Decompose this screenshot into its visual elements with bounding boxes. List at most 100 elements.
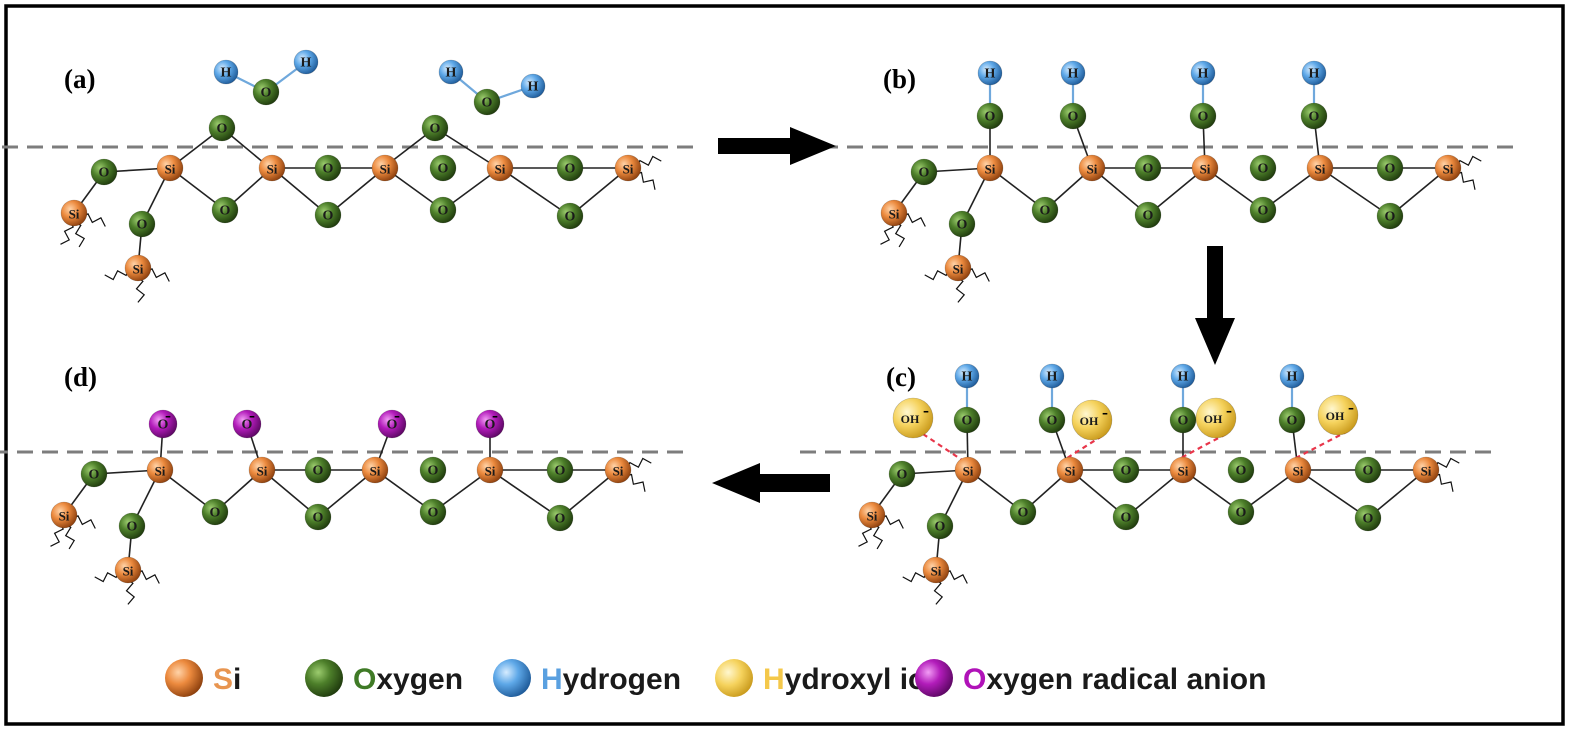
a-si-left-sphere — [60, 199, 88, 227]
b-si-left: Si — [880, 199, 908, 227]
c-o-bot-2-label: O — [1121, 511, 1132, 526]
a-o-bot-4-label: O — [565, 210, 576, 225]
d-oxygen-radical-anion-4-label: O — [485, 418, 496, 433]
d-o-bot-3: O — [419, 498, 447, 526]
c-silanol-2-h: H — [1039, 363, 1065, 389]
d-oxygen-radical-anion-2-sphere — [232, 409, 262, 439]
c-silanol-3-h-label: H — [1178, 370, 1189, 385]
b-si-5-sphere — [1434, 154, 1462, 182]
c-o-bot-4-label: O — [1363, 512, 1374, 527]
b-si-2-label: Si — [1087, 162, 1098, 177]
a-water-2-o-label: O — [482, 96, 493, 111]
b-o-bot-1: O — [1031, 196, 1059, 224]
a-water-1-o: O — [252, 78, 280, 106]
legend-label-hydrogen: Hydrogen — [541, 663, 681, 696]
d-oxygen-radical-anion-1-label: O — [158, 418, 169, 433]
d-o-mid-1: O — [304, 456, 332, 484]
c-o-left-sphere — [926, 512, 954, 540]
c-silanol-4-h-label: H — [1287, 370, 1298, 385]
arrow-c-to-d — [712, 463, 830, 503]
c-hydroxyl-ion-1-sphere — [892, 397, 934, 439]
c-silanol-1-h-sphere — [954, 363, 980, 389]
d-oxygen-radical-anion-4: O- — [475, 405, 505, 439]
a-si-3: Si — [371, 154, 399, 182]
d-si-5-sphere — [604, 456, 632, 484]
b-silanol-3-h-label: H — [1198, 67, 1209, 82]
c-hydroxyl-ion-2: OH- — [1071, 399, 1113, 441]
c-silanol-2-o-label: O — [1047, 414, 1058, 429]
b-si-5: Si — [1434, 154, 1462, 182]
b-silanol-2-o-label: O — [1068, 110, 1079, 125]
d-si-2-label: Si — [257, 464, 268, 479]
c-hydroxyl-ion-2-charge: - — [1102, 402, 1108, 422]
d-o-mid-2: O — [419, 456, 447, 484]
a-o-mid-3: O — [556, 154, 584, 182]
c-si-bottom-sphere — [922, 556, 950, 584]
d-oxygen-radical-anion-1: O- — [148, 405, 178, 439]
c-o-edge-label: O — [897, 468, 908, 483]
b-o-left-sphere — [948, 210, 976, 238]
a-si-5: Si — [614, 154, 642, 182]
a-o-edge-label: O — [99, 166, 110, 181]
c-silanol-3-o-sphere — [1169, 406, 1197, 434]
c-silanol-2-o-sphere — [1038, 406, 1066, 434]
legend-initial-si: S — [213, 663, 233, 696]
radical-legend-icon — [915, 659, 953, 697]
hydrogen-legend-icon — [493, 659, 531, 697]
b-silanol-2-o-sphere — [1059, 102, 1087, 130]
a-water-2-h2: H — [520, 73, 546, 99]
c-o-mid-1-sphere — [1112, 456, 1140, 484]
b-si-1-label: Si — [985, 162, 996, 177]
d-oxygen-radical-anion-3-charge: - — [394, 405, 400, 425]
c-si-5-sphere — [1412, 456, 1440, 484]
c-silanol-3-o-label: O — [1178, 414, 1189, 429]
a-o-mid-2: O — [429, 154, 457, 182]
c-si-3-sphere — [1169, 456, 1197, 484]
b-si-3: Si — [1191, 154, 1219, 182]
b-silanol-1-h-label: H — [985, 67, 996, 82]
legend-label-radical: Oxygen radical anion — [963, 663, 1266, 696]
c-o-mid-2-label: O — [1236, 464, 1247, 479]
b-o-edge-sphere — [910, 158, 938, 186]
d-o-bot-2-sphere — [304, 503, 332, 531]
a-o-mid-2-label: O — [438, 162, 449, 177]
a-si-2-sphere — [258, 154, 286, 182]
a-o-bot-2: O — [314, 201, 342, 229]
c-hydroxyl-ion-4: OH- — [1317, 394, 1359, 436]
c-o-bot-1-label: O — [1018, 506, 1029, 521]
d-o-bot-4-label: O — [555, 512, 566, 527]
hydroxyl-legend-icon — [715, 659, 753, 697]
d-o-left-label: O — [127, 520, 138, 535]
b-silanol-3-o-label: O — [1198, 110, 1209, 125]
c-hydroxyl-ion-1: OH- — [892, 397, 934, 439]
a-o-mid-1: O — [314, 154, 342, 182]
d-oxygen-radical-anion-2-charge: - — [249, 405, 255, 425]
c-silanol-3-o: O — [1169, 406, 1197, 434]
c-hbond-3 — [1176, 433, 1227, 461]
b-o-mid-2-label: O — [1258, 162, 1269, 177]
b-o-mid-1-label: O — [1143, 162, 1154, 177]
b-si-bottom: Si — [944, 254, 972, 282]
c-o-mid-3-label: O — [1363, 464, 1374, 479]
c-si-4-sphere — [1284, 456, 1312, 484]
legend-label-si: Si — [213, 663, 241, 696]
b-si-3-sphere — [1191, 154, 1219, 182]
c-si-2-label: Si — [1065, 464, 1076, 479]
b-o-mid-2: O — [1249, 154, 1277, 182]
legend-rest-si: i — [233, 663, 241, 696]
b-silanol-4-h-label: H — [1309, 67, 1320, 82]
c-hydroxyl-ion-3-sphere — [1195, 397, 1237, 439]
b-o-left-label: O — [957, 218, 968, 233]
d-oxygen-radical-anion-3: O- — [377, 405, 407, 439]
d-si-3: Si — [361, 456, 389, 484]
c-silanol-1-o-sphere — [953, 406, 981, 434]
d-o-bot-2-label: O — [313, 511, 324, 526]
b-si-left-sphere — [880, 199, 908, 227]
arrow-a-to-b — [718, 127, 836, 165]
a-water-2-o-sphere — [473, 88, 501, 116]
si-legend-icon — [165, 659, 203, 697]
b-silanol-4-h-sphere — [1301, 60, 1327, 86]
c-hydroxyl-ion-4-charge: - — [1348, 397, 1354, 417]
a-si-4: Si — [486, 154, 514, 182]
